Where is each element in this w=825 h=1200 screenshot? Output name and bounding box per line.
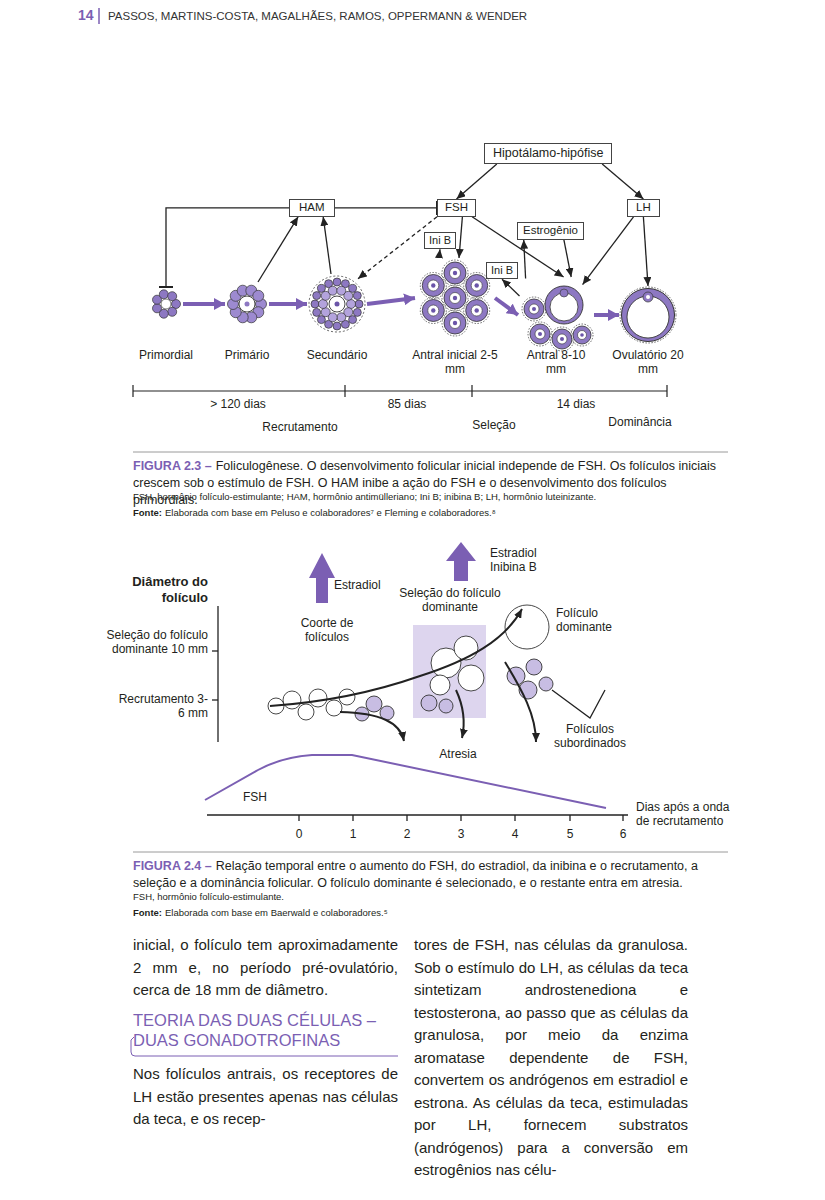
label-text: 1 (343, 827, 363, 841)
inhibition-line (166, 208, 289, 287)
caption-text: Fonte: (133, 507, 162, 518)
box-label: Hipotálamo-hipófise (493, 146, 603, 160)
header-rule (99, 8, 100, 24)
figure-rules (133, 452, 728, 852)
label-text: Seleção do folículo dominante 10 mm (102, 628, 208, 657)
follicle-illustration (415, 258, 495, 338)
source-block: Fonte:Elaborada com base em Peluso e col… (133, 507, 728, 519)
follicle-illustration (518, 277, 594, 353)
label-text: 5 (560, 827, 580, 841)
caption-text: FIGURA 2.3 – (133, 459, 212, 473)
label-text: Recrutamento 3-6 mm (112, 692, 208, 721)
stage-label: Secundário (297, 348, 377, 362)
follicle-stage: Primordial (126, 287, 206, 380)
label-text: 2 (397, 827, 417, 841)
box-label: Estrogênio (523, 224, 578, 236)
label-text: Coorte de folículos (287, 616, 367, 645)
follicle-stage: Ovulatório 20 mm (612, 286, 684, 380)
process-box: Hipotálamo-hipófise (484, 143, 612, 164)
label-text: 14 dias (536, 397, 616, 411)
caption-text: Elaborada com base em Baerwald e colabor… (165, 907, 388, 918)
process-box: Ini B (424, 232, 456, 249)
label-text: Atresia (428, 747, 488, 761)
connector-arrow (258, 217, 298, 282)
connector-arrow (583, 217, 634, 285)
box-label: Ini B (429, 234, 451, 246)
label-text: Estradiol Inibina B (490, 546, 554, 575)
connector-arrow (643, 217, 648, 286)
label-text: tores de FSH, nas células da granulosa. … (414, 934, 688, 1182)
box-label: LH (636, 201, 651, 213)
label-text: inicial, o folículo tem aproximadamente … (133, 934, 398, 1002)
box-label: Ini B (491, 264, 513, 276)
connector-arrow (524, 240, 526, 279)
label-text: 0 (289, 827, 309, 841)
label-text: > 120 dias (198, 397, 278, 411)
stage-label: Ovulatório 20 mm (612, 348, 684, 377)
process-box: FSH (437, 199, 476, 217)
follicle-illustration (149, 287, 183, 321)
connector-arrow (564, 240, 571, 277)
stage-arrow (183, 302, 225, 306)
label-text: Dias após a onda de recrutamento (636, 800, 742, 829)
label-text: TEORIA DAS DUAS CÉLULAS – DUAS GONADOTRO… (133, 1011, 398, 1051)
label-text: 3 (451, 827, 471, 841)
process-box: Estrogênio (517, 222, 584, 240)
connector-arrow (459, 217, 462, 258)
stage-arrow (269, 302, 307, 306)
stage-label: Antral inicial 2-5 mm (412, 348, 498, 377)
connector-arrow (439, 249, 440, 258)
stage-arrow (495, 298, 518, 315)
process-box: Ini B (486, 262, 518, 279)
label-text: FSH (243, 790, 267, 804)
follicle-illustration (225, 282, 269, 326)
label-text: Dominância (595, 415, 685, 429)
connector-arrow (502, 279, 520, 296)
stage-arrow (594, 313, 619, 317)
label-text: Folículos subordinados (544, 722, 636, 751)
label-text: Estradiol (334, 578, 381, 592)
caption-text: Elaborada com base em Peluso e colaborad… (165, 507, 496, 518)
caption-text: Fonte: (133, 907, 162, 918)
label-text: 85 dias (367, 397, 447, 411)
process-box: LH (627, 199, 660, 217)
follicle-stage: Antral inicial 2-5 mm (412, 258, 498, 380)
label-text: PASSOS, MARTINS-COSTA, MAGALHÃES, RAMOS,… (108, 10, 527, 24)
label-text: Folículo dominante (556, 606, 628, 635)
follicle-illustration (619, 286, 677, 344)
inhibition-line (335, 207, 437, 208)
box-label: HAM (299, 201, 325, 213)
label-text: Seleção (454, 418, 534, 432)
stage-label: Primordial (126, 348, 206, 362)
label-text: Diâmetro do folículo (118, 574, 208, 605)
follicle-wave-figure (205, 542, 628, 821)
label-text: Seleção do folículo dominante (388, 586, 512, 615)
source-block: Fonte:Elaborada com base em Baerwald e c… (133, 907, 728, 919)
timeline-axis (133, 385, 667, 397)
connector-arrow (602, 164, 643, 199)
caption-text: Relação temporal entre o aumento do FSH,… (133, 859, 698, 890)
follicle-stage: Antral 8-10 mm (518, 277, 594, 380)
box-label: FSH (445, 201, 468, 213)
follicle-stage: Secundário (297, 274, 377, 380)
connector-arrow (323, 217, 331, 274)
follicle-illustration (307, 274, 367, 334)
stage-label: Antral 8-10 mm (526, 348, 586, 377)
label-text: FSH, hormônio folículo-estimulante; HAM,… (133, 491, 733, 502)
connector-arrow (457, 164, 497, 199)
stage-label: Primário (207, 348, 287, 362)
label-text: FSH, hormônio folículo-estimulante. (133, 891, 733, 902)
label-text: 6 (613, 827, 633, 841)
label-text: Nos folículos antrais, os receptores de … (133, 1063, 398, 1131)
label-text: 4 (505, 827, 525, 841)
caption-text: FIGURA 2.4 – (133, 859, 212, 873)
label-text: 14 (78, 7, 94, 24)
label-text: Recrutamento (250, 420, 350, 434)
follicle-stage: Primário (207, 282, 287, 380)
caption-block: FIGURA 2.4 –Relação temporal entre o aum… (133, 858, 728, 892)
stage-arrow (367, 298, 415, 304)
process-box: HAM (289, 199, 335, 217)
